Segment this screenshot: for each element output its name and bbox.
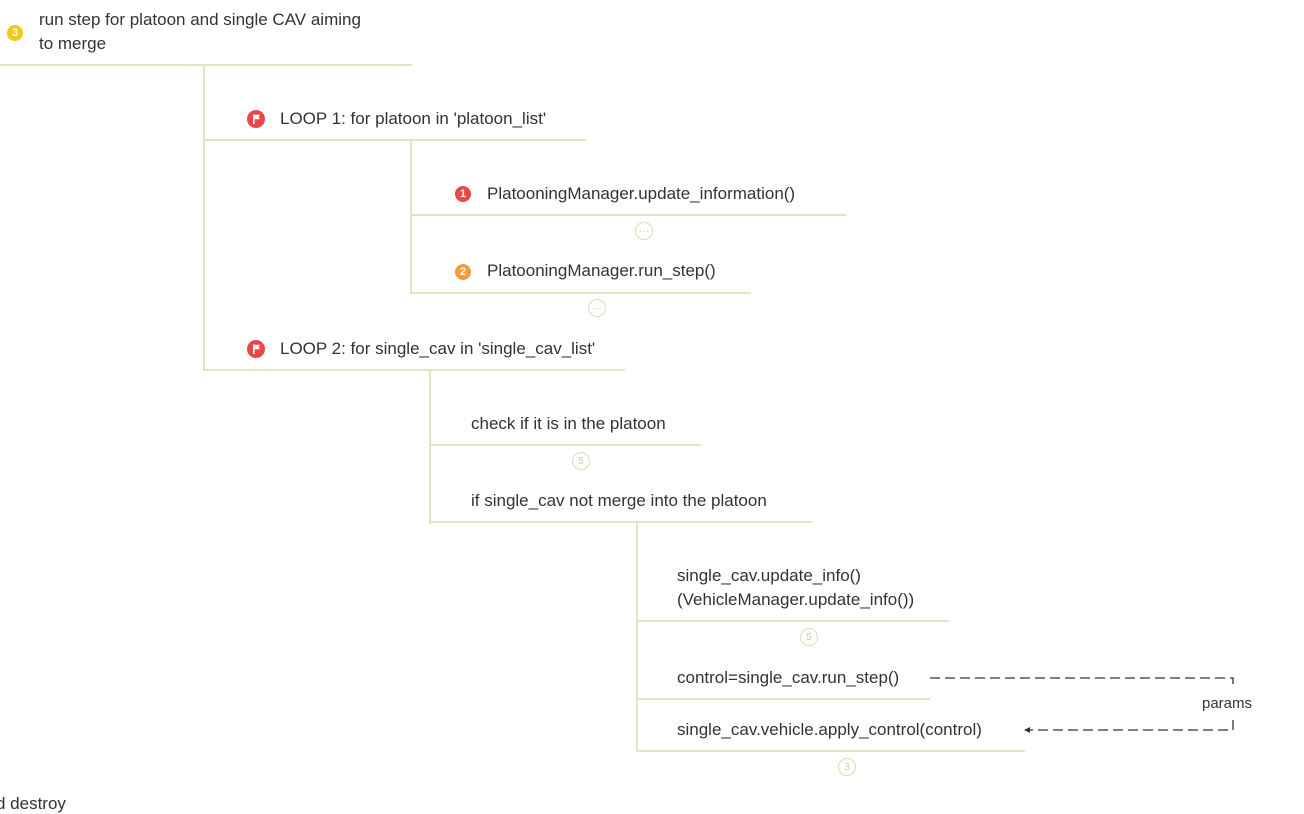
loop2-underline [203,369,625,371]
update-info-topic[interactable]: single_cav.update_info() (VehicleManager… [677,564,914,612]
cutoff-topic-text[interactable]: d destroy [0,794,66,813]
expand-collapsed-icon[interactable]: ··· [588,299,606,317]
priority-1-icon: 1 [455,186,471,202]
expand-collapsed-icon[interactable]: 3 [838,758,856,776]
cav-run-step-underline [636,698,930,700]
expand-collapsed-icon[interactable]: 5 [572,452,590,470]
check-in-platoon-topic[interactable]: check if it is in the platoon [471,414,666,433]
relationship-label[interactable]: params [1202,695,1253,712]
cav-run-step-topic[interactable]: control=single_cav.run_step() [677,668,900,687]
update-info-underline [636,620,949,622]
arrowhead-icon [1024,727,1030,733]
loop1-topic[interactable]: LOOP 1: for platoon in 'platoon_list' [280,109,547,128]
relationship-connector[interactable] [928,670,1248,740]
loop1-underline [203,139,586,141]
not-merge-topic[interactable]: if single_cav not merge into the platoon [471,491,767,510]
update-info-line2: (VehicleManager.update_info()) [677,590,915,609]
not-merge-underline [429,521,812,523]
priority-2-icon: 2 [455,264,471,280]
loop2-branch-line [429,370,431,524]
check-in-platoon-underline [429,444,701,446]
not-merge-branch-line [636,522,638,752]
expand-collapsed-icon[interactable]: 5 [800,628,818,646]
flag-icon [247,340,265,358]
priority-3-icon: 3 [7,25,23,41]
root-topic-underline [0,64,412,66]
root-topic-line2: to merge [39,34,107,53]
update-information-underline [410,214,846,216]
apply-control-underline [636,750,1025,752]
loop1-branch-line [410,140,412,294]
root-topic-line1: run step for platoon and single CAV aimi… [39,10,361,29]
update-information-topic[interactable]: PlatooningManager.update_information() [487,184,796,203]
update-info-line1: single_cav.update_info() [677,566,861,585]
platoon-run-step-topic[interactable]: PlatooningManager.run_step() [487,261,716,280]
root-topic[interactable]: run step for platoon and single CAV aimi… [39,8,361,56]
loop2-topic[interactable]: LOOP 2: for single_cav in 'single_cav_li… [280,339,596,358]
root-branch-line [203,65,205,371]
platoon-run-step-underline [410,292,751,294]
expand-collapsed-icon[interactable]: ··· [635,222,653,240]
flag-icon [247,110,265,128]
apply-control-topic[interactable]: single_cav.vehicle.apply_control(control… [677,720,982,739]
